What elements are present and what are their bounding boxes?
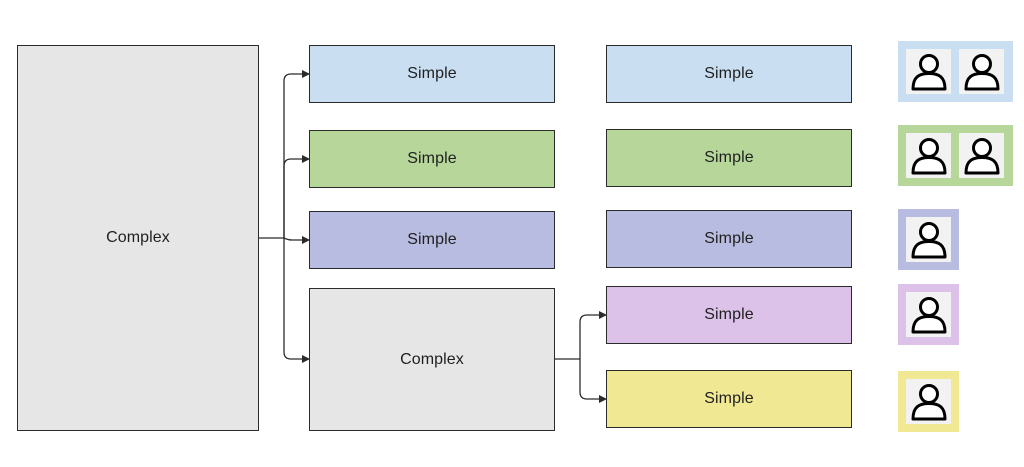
person-card [959, 49, 1004, 94]
team-green [898, 125, 1013, 186]
connector-to-simple-pink [579, 311, 607, 359]
simple-yellow-label: Simple [704, 390, 754, 407]
team-pink [898, 284, 959, 345]
person-icon [911, 296, 946, 333]
simple-green-2-label: Simple [704, 149, 754, 166]
connector-to-simple-purple [283, 236, 310, 244]
person-icon [964, 53, 999, 90]
person-card [906, 379, 951, 424]
simple-box-pink[interactable]: Simple [606, 286, 852, 344]
person-icon [911, 137, 946, 174]
connector-to-complex-child [283, 238, 310, 363]
simple-box-yellow[interactable]: Simple [606, 370, 852, 428]
complex-root-label: Complex [106, 229, 170, 246]
connector-to-simple-green [283, 155, 310, 238]
simple-purple-2-label: Simple [704, 230, 754, 247]
simple-blue-1-label: Simple [407, 65, 457, 82]
person-icon [911, 221, 946, 258]
connector-to-simple-blue [283, 70, 310, 238]
person-card [906, 49, 951, 94]
team-yellow [898, 371, 959, 432]
simple-green-1-label: Simple [407, 150, 457, 167]
simple-blue-2-label: Simple [704, 65, 754, 82]
person-card [959, 133, 1004, 178]
person-icon [911, 53, 946, 90]
team-blue [898, 41, 1013, 102]
complex-child-box[interactable]: Complex [309, 288, 555, 431]
connector-to-simple-yellow [579, 359, 607, 403]
team-purple [898, 209, 959, 270]
person-card [906, 292, 951, 337]
person-icon [911, 383, 946, 420]
simple-purple-1-label: Simple [407, 231, 457, 248]
simple-box-purple-2[interactable]: Simple [606, 210, 852, 268]
simple-box-blue-1[interactable]: Simple [309, 45, 555, 103]
simple-box-blue-2[interactable]: Simple [606, 45, 852, 103]
simple-box-green-2[interactable]: Simple [606, 129, 852, 187]
simple-pink-label: Simple [704, 306, 754, 323]
complex-root-box[interactable]: Complex [17, 45, 259, 431]
person-icon [964, 137, 999, 174]
simple-box-purple-1[interactable]: Simple [309, 211, 555, 269]
complex-child-label: Complex [400, 350, 464, 368]
person-card [906, 217, 951, 262]
simple-box-green-1[interactable]: Simple [309, 130, 555, 188]
person-card [906, 133, 951, 178]
